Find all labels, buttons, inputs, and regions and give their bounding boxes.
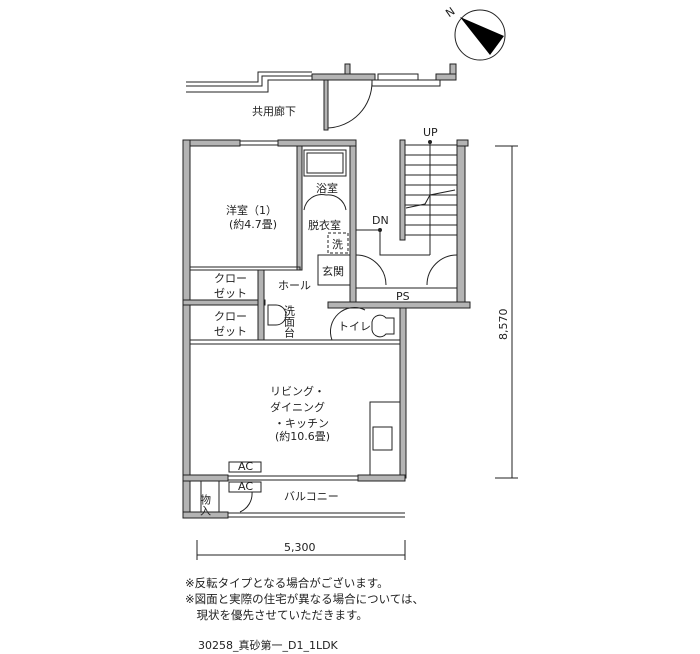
storage-door — [230, 491, 253, 513]
bathtub — [303, 149, 347, 177]
corridor-walls — [186, 63, 457, 131]
stairs-down-label: DN — [372, 214, 389, 227]
ldk-size: (約10.6畳) — [275, 429, 330, 443]
entrance-label: 玄関 — [322, 264, 344, 278]
hall-label: ホール — [278, 279, 311, 292]
kitchen-counter — [369, 401, 401, 476]
north-label: N — [443, 5, 457, 20]
washer-space — [327, 232, 349, 254]
toilet-bowl — [371, 314, 395, 338]
ac-unit-indoor — [228, 461, 262, 473]
washstand-label: 洗面台 — [283, 305, 296, 338]
note-1: ※反転タイプとなる場合がございます。 — [185, 576, 389, 590]
toilet-label: トイレ — [338, 320, 371, 333]
ac2-label: AC — [238, 480, 253, 493]
ps-label: PS — [396, 290, 410, 303]
bath-label: 浴室 — [316, 181, 338, 195]
closet2-label-1: クロー — [214, 310, 247, 323]
closet1-label-2: ゼット — [214, 287, 247, 300]
balcony-label: バルコニー — [284, 490, 339, 503]
width-dimension — [196, 540, 406, 560]
staircase — [355, 140, 458, 289]
storage-label: 物入 — [199, 493, 212, 516]
bedroom-label: 洋室（1） — [226, 203, 277, 217]
closet1-label-1: クロー — [214, 272, 247, 285]
bedroom-size: (約4.7畳) — [229, 217, 277, 231]
washstand-basin — [267, 304, 287, 326]
bath-door — [303, 194, 347, 211]
height-dimension-label: 8,570 — [497, 309, 510, 341]
stairs-up-label: UP — [423, 126, 438, 139]
entrance-step — [317, 254, 351, 286]
ac1-label: AC — [238, 460, 253, 473]
ldk-label-2: ダイニング — [270, 400, 325, 414]
north-arrow-icon — [454, 9, 506, 61]
corridor-label: 共用廊下 — [252, 104, 296, 118]
height-dimension — [495, 145, 518, 479]
toilet-door — [329, 307, 366, 341]
note-3: 現状を優先させていただきます。 — [185, 608, 368, 622]
note-2: ※図面と実際の住宅が異なる場合については、 — [185, 592, 425, 606]
walls — [182, 139, 471, 519]
plan-code: 30258_真砂第一_D1_1LDK — [198, 639, 338, 652]
dressing-label: 脱衣室 — [308, 218, 341, 232]
width-dimension-label: 5,300 — [284, 541, 316, 554]
closet2-label-2: ゼット — [214, 325, 247, 338]
ldk-label-1: リビング・ — [270, 384, 325, 398]
ldk-label-3: ・キッチン — [274, 417, 329, 430]
washer-label: 洗 — [332, 238, 343, 251]
